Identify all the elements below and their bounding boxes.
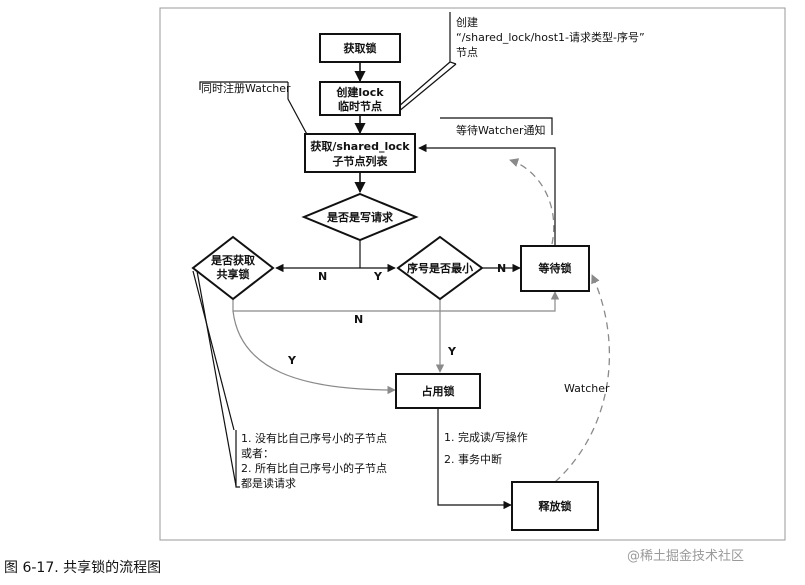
node-hold-lock: 占用锁 [395, 373, 481, 409]
label-n-bottom: N [354, 313, 363, 326]
node-get-shared: 是否获取 共享锁 [191, 235, 275, 301]
note-condition-leader-2 [196, 270, 237, 487]
node-hold-lock-label: 占用锁 [422, 384, 455, 398]
label-y-smallest-hold: Y [447, 345, 457, 358]
note-create-leader [397, 61, 451, 108]
note-operations-line-2: 2. 事务中断 [444, 452, 502, 466]
note-create-line-3: 节点 [456, 46, 478, 59]
node-create-lock-label-1: 创建lock [335, 85, 384, 99]
node-release-lock-label: 释放锁 [539, 499, 572, 513]
node-get-shared-label-1: 是否获取 [210, 253, 255, 267]
label-y-shared-hold: Y [287, 354, 297, 367]
edge-hold-to-release [437, 408, 512, 510]
note-condition-line-2: 或者： [241, 447, 274, 460]
edge-shared-n-to-wait [232, 291, 560, 312]
note-wait-watcher-label: 等待Watcher通知 [456, 123, 546, 137]
note-condition-line-4: 都是读请求 [241, 476, 296, 490]
node-wait-lock-label: 等待锁 [538, 261, 572, 275]
diagram-frame [159, 7, 786, 541]
note-condition-leader [192, 270, 235, 431]
node-acquire-lock: 获取锁 [319, 33, 401, 63]
note-watcher-leader [287, 82, 311, 141]
note-create-line-1: 创建 [456, 15, 478, 29]
note-wait-watcher: 等待Watcher通知 [440, 117, 553, 137]
node-get-children: 获取/shared_lock 子节点列表 [304, 133, 416, 173]
node-is-smallest-label: 序号是否最小 [407, 261, 473, 275]
note-condition-line-1: 1. 没有比自己序号小的子节点 [241, 431, 387, 445]
note-create-line-2: “/shared_lock/host1-请求类型-序号” [456, 30, 645, 44]
label-watcher: Watcher [564, 382, 610, 395]
node-acquire-lock-label: 获取锁 [344, 41, 377, 55]
node-get-children-label-2: 子节点列表 [333, 154, 389, 168]
note-create-leader-2 [397, 63, 457, 113]
note-operations: 1. 完成读/写操作 2. 事务中断 [444, 430, 528, 466]
edge-wait-to-children [418, 143, 556, 246]
node-create-lock-label-2: 临时节点 [338, 99, 382, 113]
note-condition: 1. 没有比自己序号小的子节点 或者： 2. 所有比自己序号小的子节点 都是读请… [235, 430, 387, 490]
node-is-write: 是否是写请求 [301, 192, 419, 242]
watermark: @稀土掘金技术社区 [627, 548, 744, 564]
node-is-write-label: 是否是写请求 [326, 210, 394, 224]
node-get-children-label-1: 获取/shared_lock [310, 139, 410, 153]
label-y-smallest: Y [373, 270, 383, 283]
edge-shared-y-to-hold [232, 310, 396, 395]
note-register-watcher: 同时注册Watcher [199, 81, 291, 95]
note-register-watcher-label: 同时注册Watcher [201, 81, 291, 95]
node-is-smallest: 序号是否最小 [396, 235, 484, 301]
node-create-lock: 创建lock 临时节点 [319, 81, 401, 116]
node-wait-lock: 等待锁 [520, 245, 590, 292]
label-n-wait: N [497, 262, 506, 275]
note-operations-line-1: 1. 完成读/写操作 [444, 430, 528, 444]
node-get-shared-label-2: 共享锁 [217, 267, 250, 281]
label-n-shared: N [318, 270, 327, 283]
figure-caption: 图 6-17. 共享锁的流程图 [4, 559, 161, 576]
node-release-lock: 释放锁 [511, 481, 599, 531]
edge-release-watcher [554, 274, 611, 483]
note-create-node: 创建 “/shared_lock/host1-请求类型-序号” 节点 [449, 12, 645, 65]
edge-wait-watcher-notify [509, 158, 555, 245]
note-condition-line-3: 2. 所有比自己序号小的子节点 [241, 461, 387, 475]
